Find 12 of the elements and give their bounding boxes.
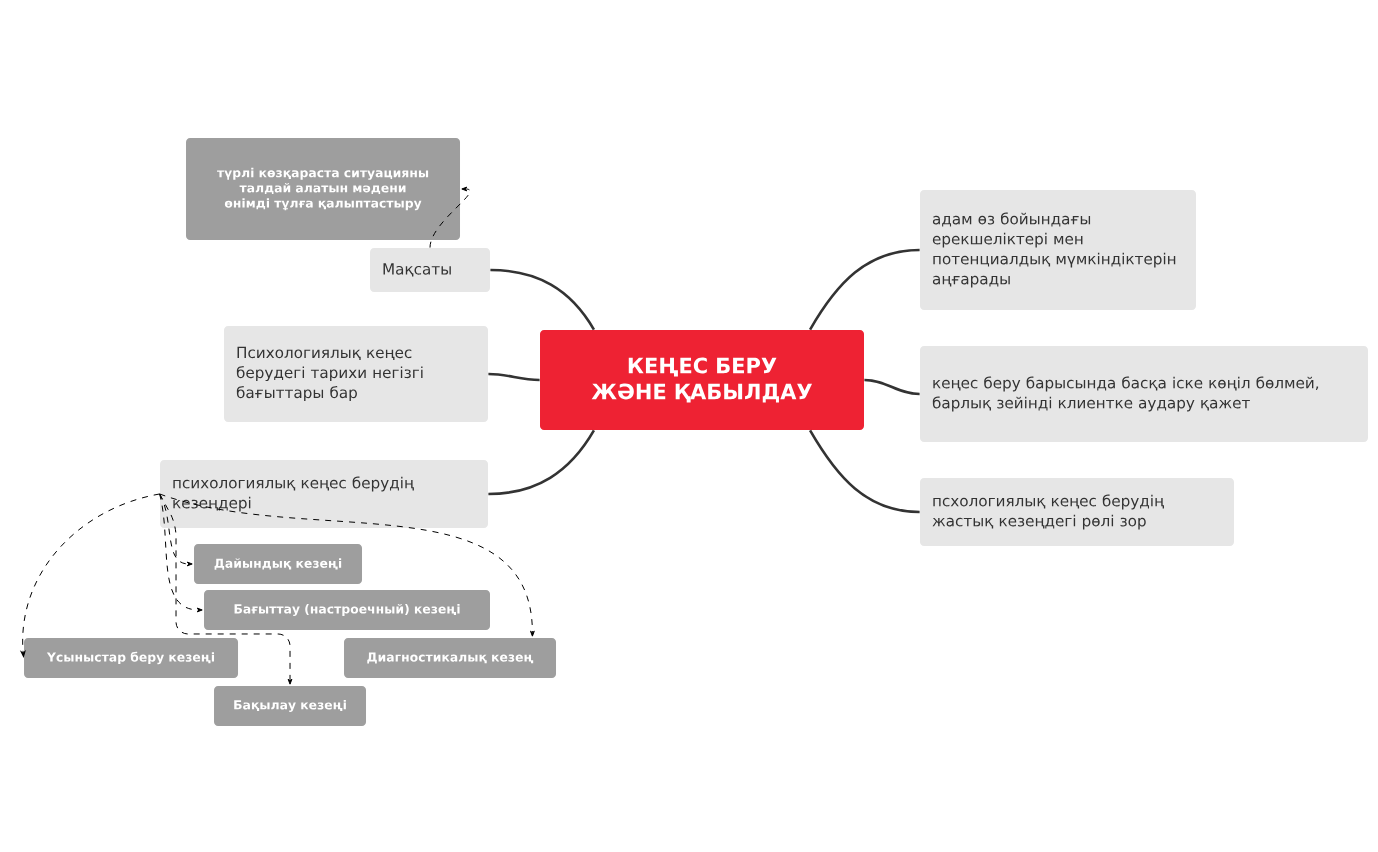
dashed-arrow xyxy=(159,493,203,613)
dashed-arrow xyxy=(429,186,471,249)
dashed-arrow xyxy=(20,493,161,658)
connector-line xyxy=(490,268,596,331)
connector-line xyxy=(864,378,920,396)
dashed-arrow xyxy=(159,493,293,685)
connector-line xyxy=(488,429,596,496)
dashed-arrow xyxy=(159,493,535,637)
connector-line xyxy=(808,248,920,331)
central-topic-box: КЕҢЕС БЕРУ ЖӘНЕ ҚАБЫЛДАУ xyxy=(540,330,864,430)
connector-line xyxy=(808,429,920,514)
connector-line xyxy=(488,372,540,382)
